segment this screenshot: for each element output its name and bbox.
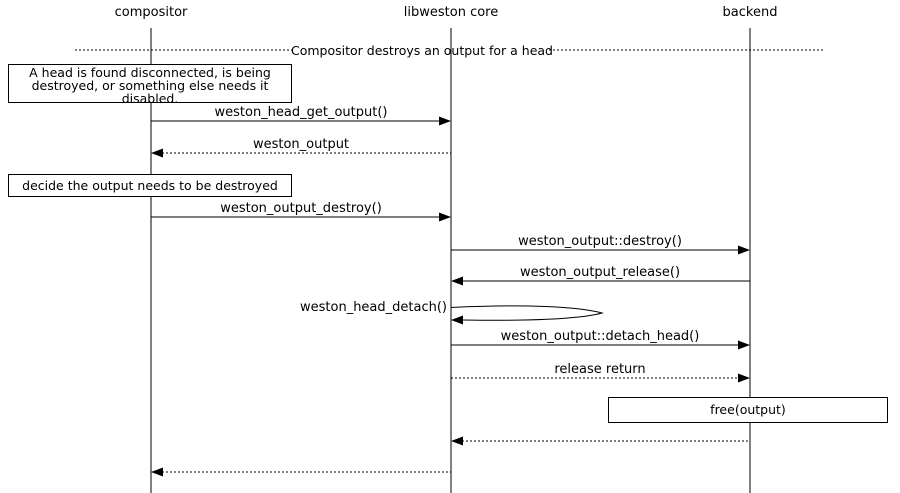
msg-release-return-arrow — [451, 373, 750, 383]
msg-output-destroy-arrow — [151, 212, 451, 222]
msg-label-output-destroy: weston_output_destroy() — [220, 201, 382, 216]
arrow-head — [738, 373, 750, 383]
msg-label-output-release: weston_output_release() — [519, 265, 681, 280]
msg-label-weston-output-return: weston_output — [252, 137, 350, 152]
msg-head-detach-self-loop — [450, 305, 604, 325]
arrow-head — [151, 148, 163, 158]
divider-label: Compositor destroys an output for a head — [291, 43, 553, 58]
msg-unlabeled-return-backend-arrow — [451, 436, 750, 446]
arrow-head — [451, 315, 463, 325]
actor-libweston-core: libweston core — [403, 5, 499, 20]
note-free-output: free(output) — [608, 397, 888, 423]
arrow-head — [151, 467, 163, 477]
msg-output-release-arrow — [451, 276, 750, 286]
arrow-line — [450, 305, 604, 321]
msg-label-head-detach: weston_head_detach() — [300, 300, 447, 315]
msg-label-head-get-output: weston_head_get_output() — [214, 105, 388, 120]
actor-backend: backend — [722, 5, 778, 20]
msg-label-release-return: release return — [554, 362, 646, 377]
arrow-head — [451, 436, 463, 446]
note-decide-destroy: decide the output needs to be destroyed — [8, 174, 292, 197]
msg-label-backend-destroy: weston_output::destroy() — [518, 234, 682, 249]
msg-backend-destroy-arrow — [451, 245, 750, 255]
msg-weston-output-return-arrow — [151, 148, 451, 158]
arrow-head — [738, 340, 750, 350]
arrow-head — [738, 245, 750, 255]
msg-detach-head-arrow — [451, 340, 750, 350]
arrow-head — [439, 116, 451, 126]
msg-label-detach-head: weston_output::detach_head() — [500, 329, 700, 344]
note-head-disconnected: A head is found disconnected, is being d… — [8, 64, 292, 105]
arrow-head — [439, 212, 451, 222]
arrow-head — [451, 276, 463, 286]
msg-head-get-output-arrow — [151, 116, 451, 126]
msg-unlabeled-return-compositor-arrow — [151, 467, 451, 477]
actor-compositor: compositor — [114, 5, 188, 20]
